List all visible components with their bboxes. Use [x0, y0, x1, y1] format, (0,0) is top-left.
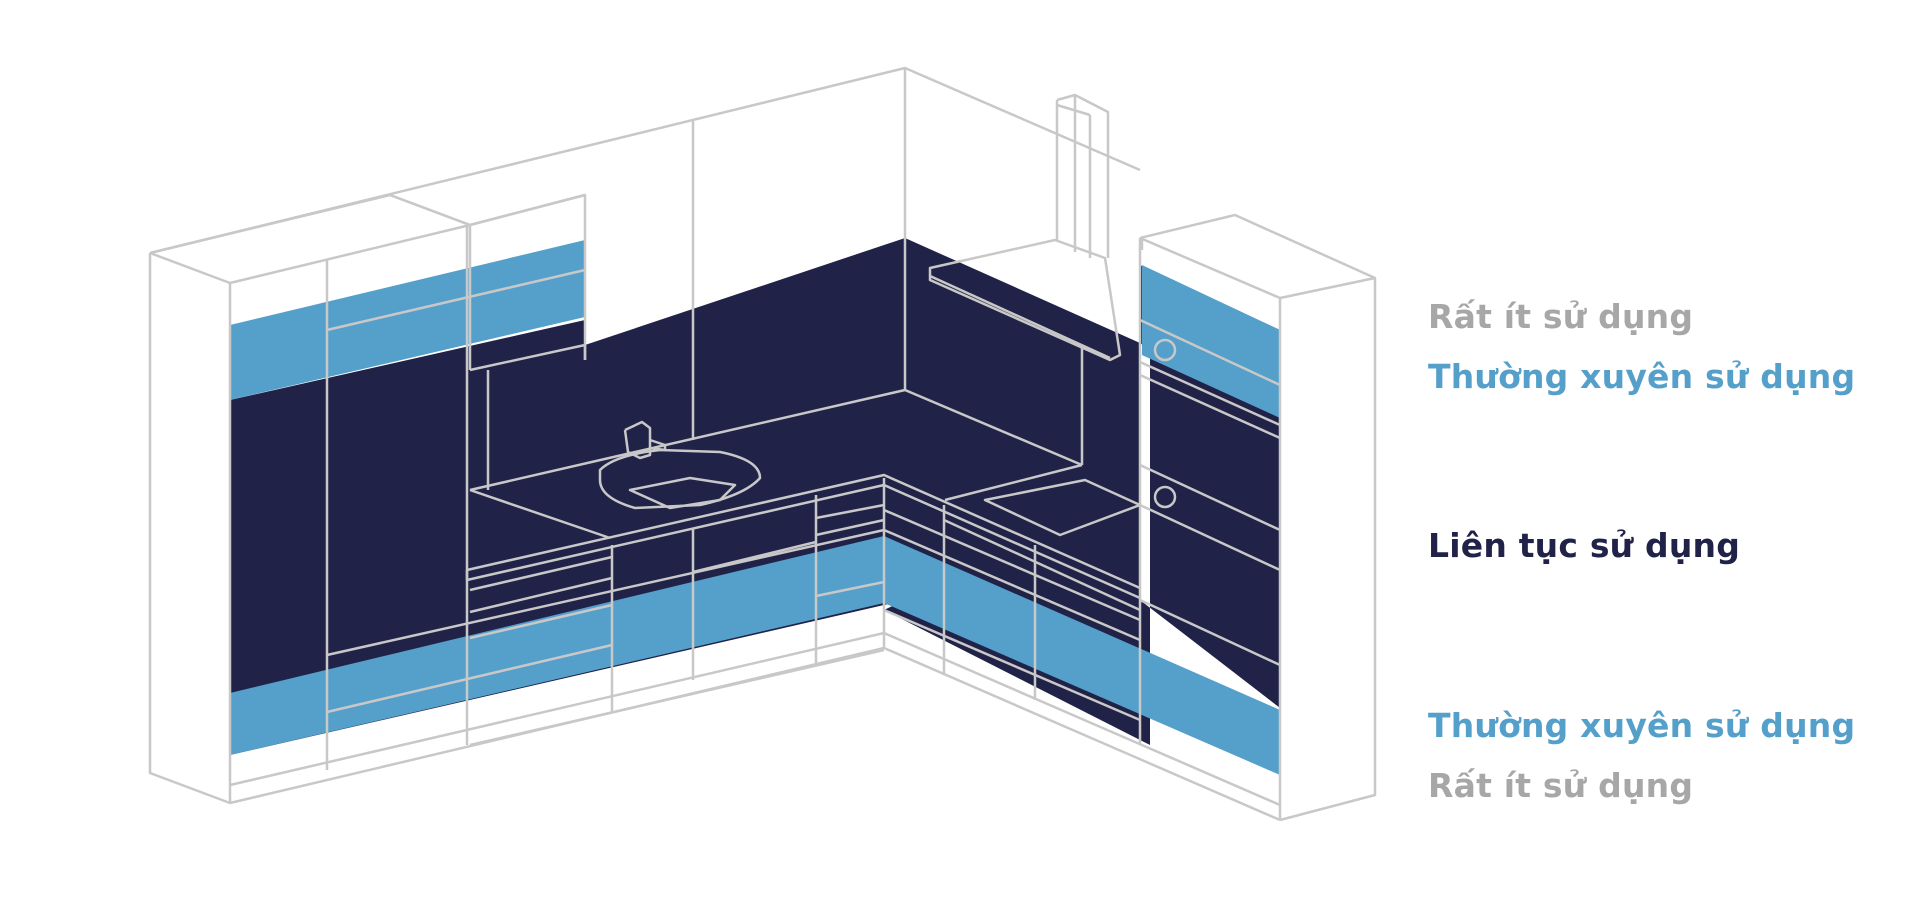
legend-lower-frequent-use: Thường xuyên sử dụng [1428, 706, 1856, 745]
lower-cabinet-band-left [230, 536, 884, 755]
upper-cabinet-band-right [1142, 265, 1280, 418]
legend-upper-frequent-use: Thường xuyên sử dụng [1428, 357, 1856, 396]
legend-lower-rare-use: Rất ít sử dụng [1428, 766, 1694, 805]
lower-cabinet-band-right [884, 536, 1280, 775]
kitchen-outline [148, 66, 1377, 822]
frequent-use-zone-lower [230, 536, 1280, 775]
legend-continuous-use: Liên tục sử dụng [1428, 526, 1741, 565]
frequent-use-zone-upper [230, 240, 1280, 418]
legend-upper-rare-use: Rất ít sử dụng [1428, 297, 1694, 336]
upper-cabinet-band-left [230, 240, 585, 400]
